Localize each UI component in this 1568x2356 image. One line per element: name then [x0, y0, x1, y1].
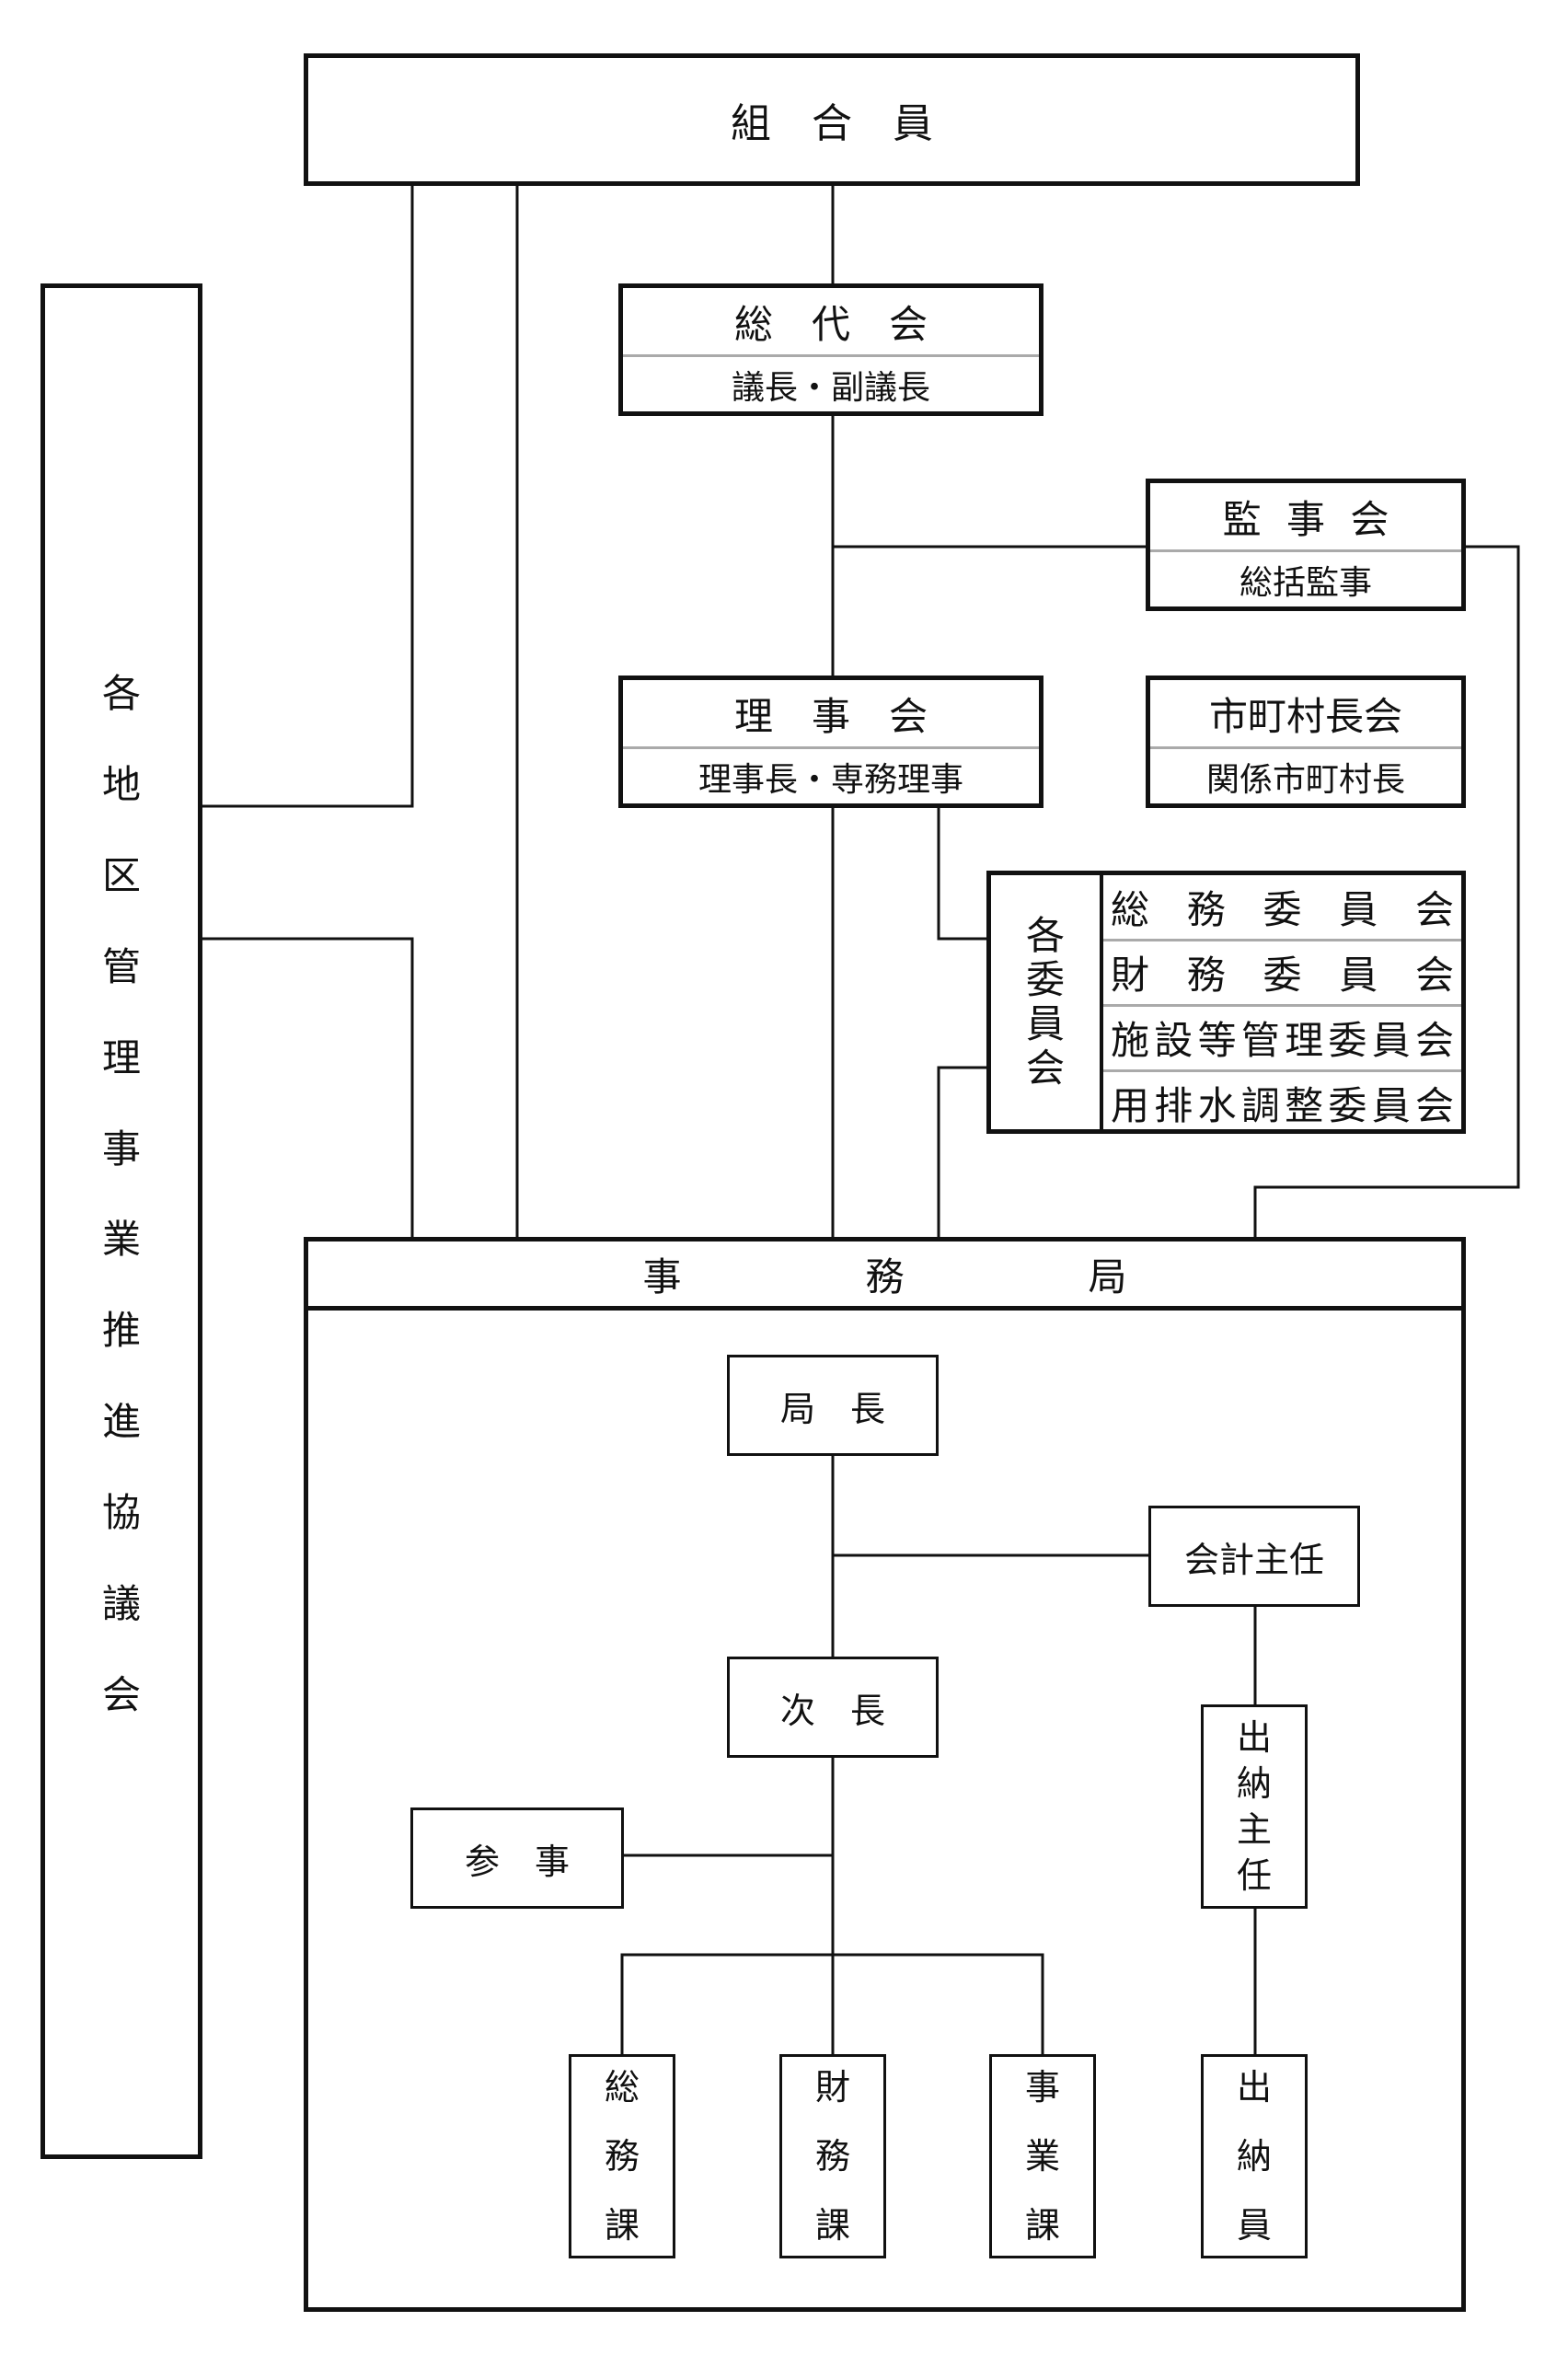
committee-row-general-affairs: 総 務 委 員 会 [1111, 875, 1454, 939]
committee-char: 等 [1197, 1018, 1237, 1063]
district-council-char: 議 [101, 1581, 141, 1627]
committee-char: 設 [1154, 1018, 1193, 1063]
district-council-char: 協 [101, 1490, 141, 1536]
chief-cashier-char: 納 [1236, 1763, 1272, 1804]
auditors-sub: 総括監事 [1239, 564, 1372, 602]
general-affairs-section-char: 務 [604, 2136, 640, 2177]
committee-char: 委 [1262, 887, 1302, 932]
chief-cashier-char: 主 [1236, 1809, 1272, 1850]
district-council-char: 業 [101, 1217, 141, 1263]
finance-section-char: 財 [814, 2067, 850, 2108]
committee-char: 会 [1414, 1083, 1454, 1128]
cashier-char: 納 [1236, 2136, 1272, 2177]
committees-label-char: 会 [1025, 1045, 1065, 1091]
general-assembly-sub: 議長・副議長 [731, 369, 930, 407]
general-assembly-box: 総 代 会 議長・副議長 [618, 283, 1043, 416]
chief-cashier-char: 任 [1236, 1855, 1272, 1896]
committee-char: 財 [1111, 953, 1150, 998]
cashier-char: 員 [1236, 2205, 1272, 2246]
union-members-label: 組 合 員 [731, 100, 933, 147]
committee-char: 施 [1111, 1018, 1150, 1063]
committee-char: 会 [1414, 887, 1454, 932]
committee-char: 理 [1285, 1018, 1324, 1063]
board-box: 理 事 会 理事長・専務理事 [618, 676, 1043, 808]
committee-char: 員 [1371, 1018, 1411, 1063]
committee-char: 委 [1328, 1018, 1367, 1063]
committee-char: 用 [1111, 1083, 1150, 1128]
counselor-box: 参 事 [410, 1807, 624, 1909]
committees-label-char: 員 [1025, 1001, 1065, 1046]
committee-row-finance: 財 務 委 員 会 [1111, 941, 1454, 1004]
chief-accountant-label: 会計主任 [1183, 1539, 1324, 1580]
district-council-char: 事 [101, 1126, 141, 1172]
secretariat-header: 事 務 局 [308, 1242, 1461, 1311]
auditors-box: 監 事 会 総括監事 [1146, 479, 1466, 611]
director-general-box: 局 長 [727, 1355, 939, 1456]
board-title: 理 事 会 [733, 693, 928, 739]
counselor-label: 参 事 [464, 1841, 570, 1882]
mayors-box: 市町村長会 関係市町村長 [1146, 676, 1466, 808]
secretariat-char: 局 [1088, 1253, 1127, 1299]
finance-section-box: 財 務 課 [779, 2054, 886, 2258]
committee-char: 会 [1414, 953, 1454, 998]
general-affairs-section-box: 総 務 課 [569, 2054, 675, 2258]
committee-char: 調 [1240, 1083, 1280, 1128]
director-general-label: 局 長 [779, 1388, 885, 1429]
district-council-char: 区 [101, 852, 141, 898]
auditors-title: 監 事 会 [1222, 496, 1389, 542]
general-affairs-section-char: 総 [604, 2067, 640, 2108]
district-council-char: 理 [101, 1034, 141, 1080]
committees-label-char: 各 [1025, 913, 1065, 958]
district-council-char: 進 [101, 1399, 141, 1445]
committee-char: 会 [1414, 1018, 1454, 1063]
operations-section-char: 業 [1024, 2136, 1060, 2177]
committee-char: 員 [1339, 887, 1378, 932]
committee-char: 員 [1371, 1083, 1411, 1128]
committee-char: 務 [1186, 953, 1226, 998]
district-council-char: 会 [101, 1671, 141, 1717]
committee-char: 総 [1111, 887, 1150, 932]
committees-box: 各 委 員 会 総 務 委 員 会 財 務 委 員 会 施 設 等 管 理 委 … [986, 871, 1466, 1134]
district-council-char: 地 [101, 761, 141, 807]
finance-section-char: 務 [814, 2136, 850, 2177]
cashier-box: 出 納 員 [1201, 2054, 1308, 2258]
committee-char: 員 [1339, 953, 1378, 998]
chief-accountant-box: 会計主任 [1148, 1506, 1360, 1607]
cashier-char: 出 [1236, 2067, 1272, 2108]
deputy-director-box: 次 長 [727, 1657, 939, 1758]
committee-char: 排 [1154, 1083, 1193, 1128]
mayors-sub: 関係市町村長 [1205, 761, 1405, 799]
committee-char: 水 [1197, 1083, 1237, 1128]
operations-section-box: 事 業 課 [989, 2054, 1096, 2258]
committee-char: 整 [1285, 1083, 1324, 1128]
secretariat-char: 務 [865, 1253, 905, 1299]
district-council-char: 推 [101, 1308, 141, 1354]
general-affairs-section-char: 課 [604, 2205, 640, 2246]
committee-char: 管 [1240, 1018, 1280, 1063]
chief-cashier-box: 出 納 主 任 [1201, 1704, 1308, 1909]
district-council-box: 各 地 区 管 理 事 業 推 進 協 議 会 [40, 283, 202, 2159]
union-members-box: 組 合 員 [304, 53, 1360, 186]
committees-label-column: 各 委 員 会 [991, 875, 1103, 1129]
mayors-title: 市町村長会 [1208, 693, 1402, 739]
committee-char: 務 [1186, 887, 1226, 932]
committee-row-facilities: 施 設 等 管 理 委 員 会 [1111, 1006, 1454, 1069]
deputy-director-label: 次 長 [779, 1690, 885, 1731]
general-assembly-title: 総 代 会 [733, 301, 928, 347]
operations-section-char: 事 [1024, 2067, 1060, 2108]
committee-char: 委 [1262, 953, 1302, 998]
committees-label-char: 委 [1025, 957, 1065, 1002]
district-council-label: 各 地 区 管 理 事 業 推 進 協 議 会 [45, 675, 198, 1715]
operations-section-char: 課 [1024, 2205, 1060, 2246]
board-sub: 理事長・専務理事 [698, 761, 963, 799]
committee-row-water: 用 排 水 調 整 委 員 会 [1111, 1071, 1454, 1135]
chief-cashier-char: 出 [1236, 1717, 1272, 1758]
district-council-char: 各 [101, 671, 141, 716]
finance-section-char: 課 [814, 2205, 850, 2246]
committee-char: 委 [1328, 1083, 1367, 1128]
secretariat-char: 事 [642, 1253, 682, 1299]
district-council-char: 管 [101, 943, 141, 989]
secretariat-box: 事 務 局 [304, 1237, 1466, 2312]
